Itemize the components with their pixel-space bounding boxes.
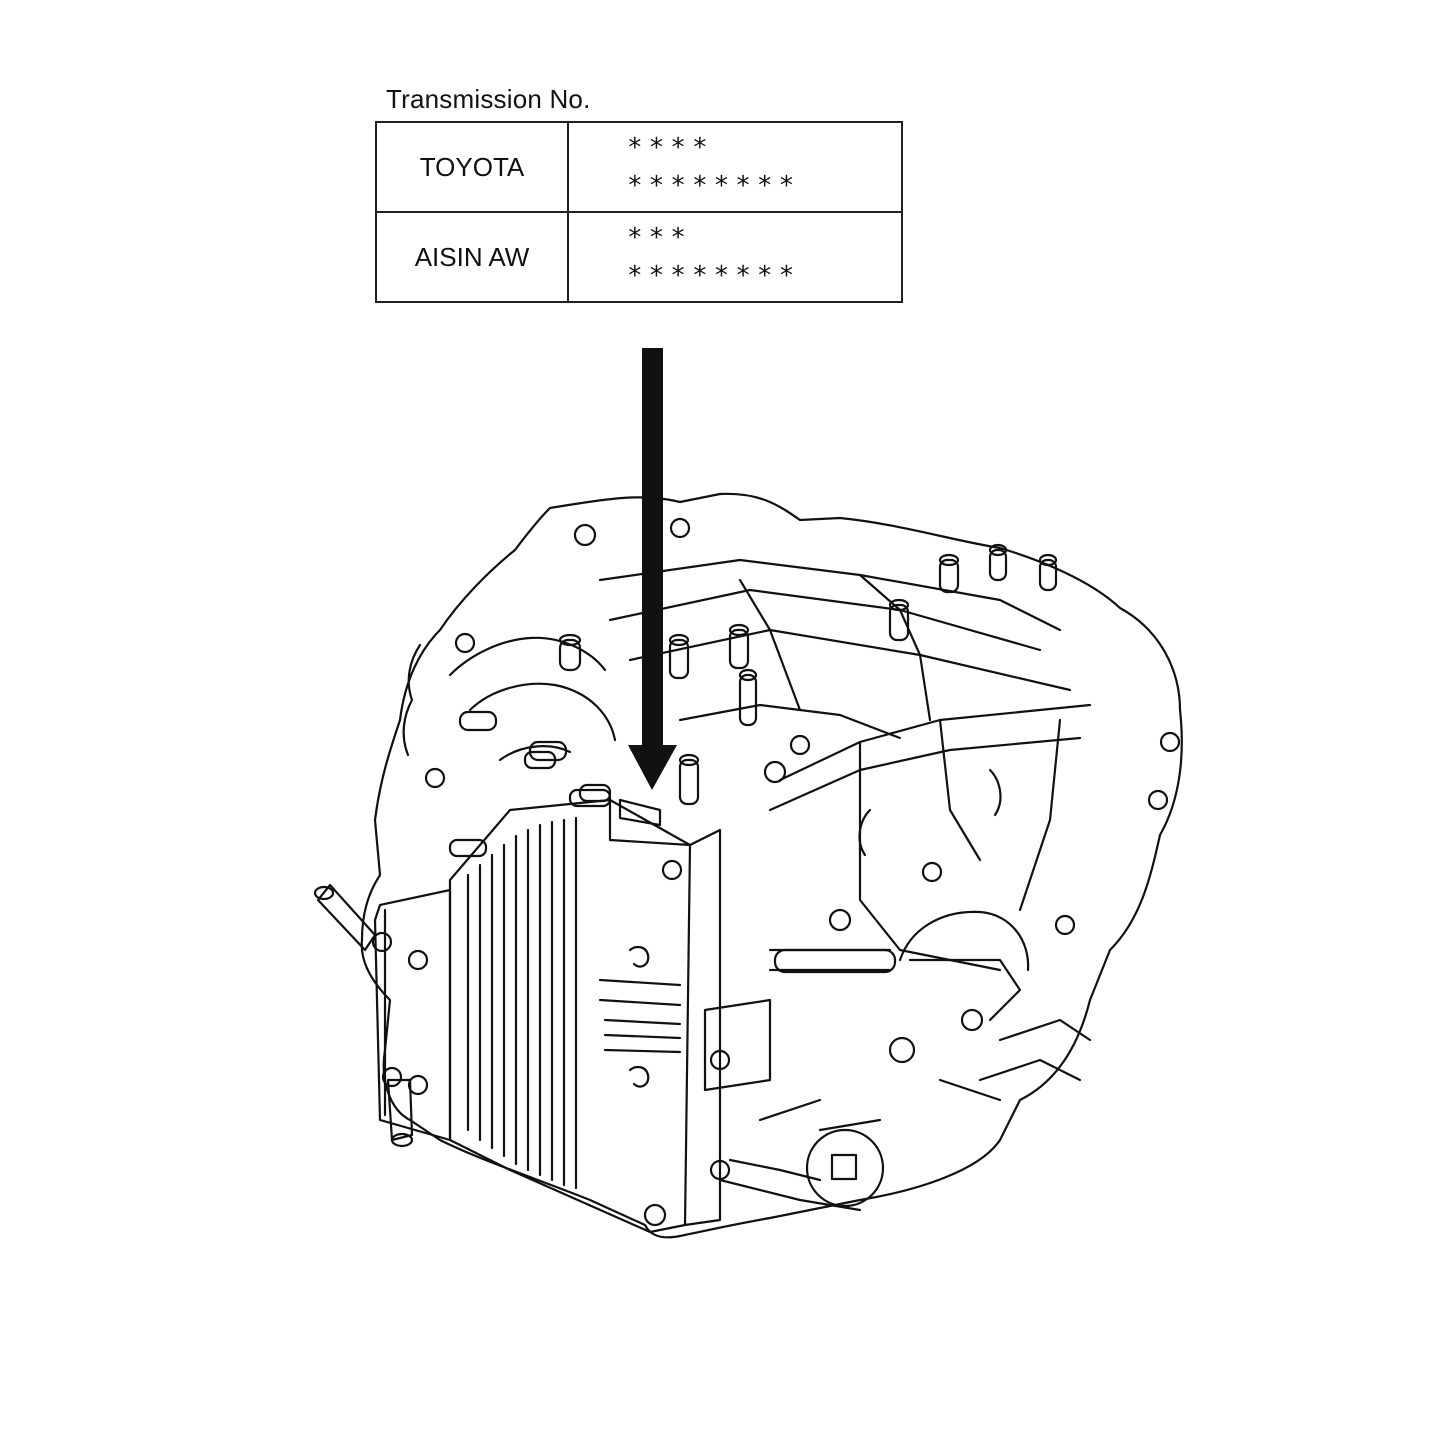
- table-row: AISIN AW *** ********: [375, 211, 903, 303]
- table-row: TOYOTA **** ********: [375, 121, 903, 213]
- transmission-illustration: [313, 492, 1183, 1239]
- code-cell: *** ********: [567, 211, 903, 303]
- valve-body-cover: [448, 798, 692, 1234]
- code-line-2: ********: [627, 171, 801, 201]
- cover-ribs: [466, 816, 578, 1190]
- transmission-number-table: TOYOTA **** ******** AISIN AW *** ******…: [375, 121, 903, 303]
- code-line-2: ********: [627, 261, 801, 291]
- oil-cooler: [373, 888, 452, 1142]
- code-cell: **** ********: [567, 121, 903, 213]
- maker-cell: TOYOTA: [375, 121, 569, 213]
- code-line-1: ****: [627, 133, 714, 163]
- transmission-number-heading: Transmission No.: [386, 84, 591, 114]
- maker-cell: AISIN AW: [375, 211, 569, 303]
- code-line-1: ***: [627, 223, 692, 253]
- housing-outline: [360, 492, 1183, 1239]
